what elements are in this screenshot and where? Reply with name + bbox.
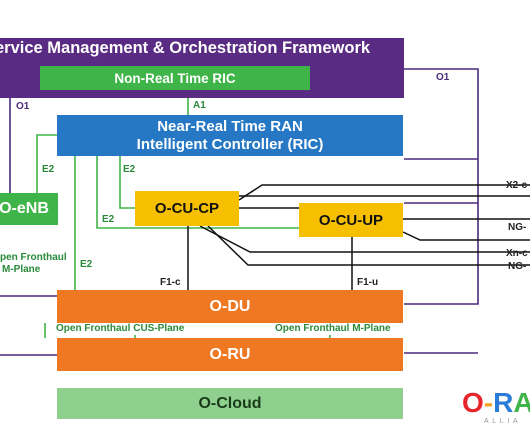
e2-enb-label: E2 <box>42 164 55 175</box>
o-cloud-box: O-Cloud <box>57 388 403 419</box>
smo-framework-title: ervice Management & Orchestration Framew… <box>0 39 371 57</box>
non-rt-ric-box: Non-Real Time RIC <box>40 66 310 90</box>
oran-logo: O-RA <box>462 385 530 421</box>
o1-left-label: O1 <box>16 101 30 112</box>
logo-r: R <box>493 387 514 418</box>
o-cu-up-box: O-CU-UP <box>299 203 403 237</box>
a1-label: A1 <box>193 100 206 111</box>
o-du-box: O-DU <box>57 290 403 323</box>
near-rt-ric-title-line2: Intelligent Controller (RIC) <box>136 135 324 153</box>
near-rt-ric-title-line1: Near-Real Time RAN <box>157 117 303 135</box>
logo-dash: - <box>483 387 494 418</box>
e2-cucp-label: E2 <box>123 164 136 175</box>
f1-c-label: F1-c <box>160 277 181 288</box>
o-cu-cp-box: O-CU-CP <box>135 191 239 226</box>
fronthaul-left-label-1: pen Fronthaul <box>0 252 67 263</box>
cus-plane-label: Open Fronthaul CUS-Plane <box>54 323 187 335</box>
x2c-label: X2-c <box>506 180 528 191</box>
f1-u-label: F1-u <box>357 277 379 288</box>
xnc-label: Xn-c <box>506 248 528 259</box>
ng-label-1: NG- <box>508 222 527 233</box>
o1-interface-lines <box>0 68 479 356</box>
logo-o: O <box>462 387 484 418</box>
o1-right-label: O1 <box>436 72 450 83</box>
logo-a: A <box>513 387 530 418</box>
f1-and-external-lines <box>187 184 530 290</box>
oran-logo-subtext: A L L I A <box>484 418 519 425</box>
e2-cuup-label: E2 <box>102 214 115 225</box>
m-plane-label: Open Fronthaul M-Plane <box>273 323 393 335</box>
o-ru-box: O-RU <box>57 338 403 371</box>
o-enb-box: O-eNB <box>0 193 58 225</box>
fronthaul-left-label-2: M-Plane <box>2 264 41 275</box>
e2-du-label: E2 <box>80 259 93 270</box>
near-rt-ric-box: Near-Real Time RAN Intelligent Controlle… <box>57 115 403 156</box>
ng-label-2: NG- <box>508 261 527 272</box>
